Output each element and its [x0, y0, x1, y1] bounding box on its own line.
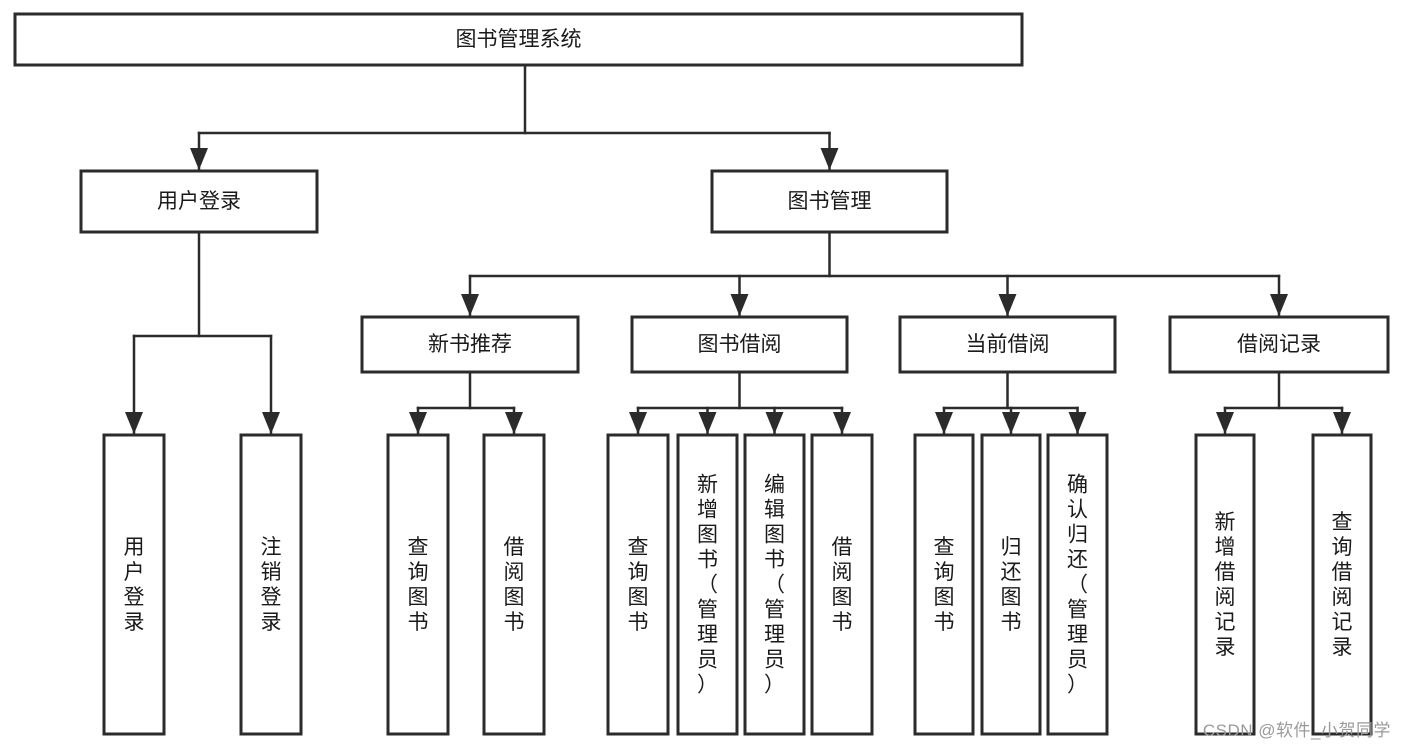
arrow-head-icon	[262, 412, 280, 434]
node-root[interactable]: 图书管理系统	[13, 12, 1024, 67]
node-label-leaf-query-book-1: 查询图书	[408, 536, 429, 634]
arrow-head-icon	[1270, 294, 1288, 316]
arrow-head-icon	[820, 148, 839, 170]
node-leaf-return-book[interactable]: 归还图书	[980, 433, 1042, 736]
arrow-head-icon	[998, 294, 1017, 316]
node-leaf-borrow-book-2[interactable]: 借阅图书	[810, 433, 874, 736]
node-label-leaf-query-book-3: 查询图书	[934, 536, 955, 634]
node-label-leaf-user-logout: 注销登录	[261, 536, 282, 634]
node-box-leaf-return-book	[980, 433, 1042, 736]
node-label-book-management: 图书管理	[788, 190, 872, 213]
node-label-leaf-return-book: 归还图书	[1001, 536, 1022, 634]
node-box-root	[13, 12, 1024, 67]
node-book-management[interactable]: 图书管理	[710, 169, 949, 234]
arrow-head-icon	[730, 294, 749, 316]
node-box-new-book-recommend	[360, 315, 580, 374]
node-label-root: 图书管理系统	[456, 28, 582, 51]
node-leaf-borrow-book-1[interactable]: 借阅图书	[482, 433, 546, 736]
node-leaf-query-record[interactable]: 查询借阅记录	[1311, 433, 1373, 736]
node-box-leaf-confirm-return	[1046, 433, 1109, 736]
node-label-leaf-query-record: 查询借阅记录	[1332, 511, 1353, 659]
node-box-leaf-borrow-book-1	[482, 433, 546, 736]
node-leaf-user-login[interactable]: 用户登录	[102, 433, 166, 736]
node-box-leaf-user-login	[102, 433, 166, 736]
node-new-book-recommend[interactable]: 新书推荐	[360, 315, 580, 374]
node-label-leaf-user-login: 用户登录	[124, 536, 145, 634]
node-label-leaf-edit-book: 编辑图书（管理员）	[764, 474, 785, 697]
node-borrow-records[interactable]: 借阅记录	[1168, 315, 1390, 374]
node-leaf-add-record[interactable]: 新增借阅记录	[1194, 433, 1256, 736]
node-box-leaf-query-record	[1311, 433, 1373, 736]
arrow-head-icon	[833, 412, 851, 434]
arrow-head-icon	[190, 148, 208, 170]
connectors-layer	[125, 63, 1351, 436]
node-box-book-management	[710, 169, 949, 234]
node-label-leaf-add-book: 新增图书（管理员）	[697, 474, 718, 697]
node-leaf-query-book-1[interactable]: 查询图书	[386, 433, 450, 736]
arrow-head-icon	[409, 412, 427, 434]
node-label-new-book-recommend: 新书推荐	[428, 333, 512, 356]
node-box-leaf-add-book	[676, 433, 739, 736]
node-label-leaf-confirm-return: 确认归还（管理员）	[1067, 474, 1088, 697]
node-box-book-borrow	[630, 315, 849, 374]
node-box-leaf-edit-book	[743, 433, 806, 736]
node-leaf-query-book-2[interactable]: 查询图书	[606, 433, 670, 736]
node-leaf-add-book[interactable]: 新增图书（管理员）	[676, 433, 739, 736]
node-label-leaf-add-record: 新增借阅记录	[1215, 511, 1236, 659]
node-box-leaf-user-logout	[239, 433, 303, 736]
arrow-head-icon	[629, 412, 647, 434]
node-box-leaf-add-record	[1194, 433, 1256, 736]
arrow-head-icon	[125, 412, 143, 434]
watermark-label: CSDN @软件_小贺同学	[1202, 721, 1391, 740]
node-box-user-login	[79, 169, 319, 234]
node-box-leaf-query-book-2	[606, 433, 670, 736]
nodes-layer: 图书管理系统用户登录图书管理用户登录注销登录新书推荐查询图书借阅图书图书借阅查询…	[13, 12, 1390, 736]
node-label-borrow-records: 借阅记录	[1237, 333, 1321, 356]
arrow-head-icon	[505, 412, 523, 434]
node-leaf-edit-book[interactable]: 编辑图书（管理员）	[743, 433, 806, 736]
arrow-head-icon	[1002, 412, 1020, 434]
node-box-borrow-records	[1168, 315, 1390, 374]
node-label-leaf-borrow-book-2: 借阅图书	[832, 536, 853, 634]
node-label-book-borrow: 图书借阅	[698, 333, 782, 356]
node-box-leaf-borrow-book-2	[810, 433, 874, 736]
arrow-head-icon	[461, 294, 479, 316]
node-box-leaf-query-book-1	[386, 433, 450, 736]
node-box-leaf-query-book-3	[913, 433, 975, 736]
node-leaf-confirm-return[interactable]: 确认归还（管理员）	[1046, 433, 1109, 736]
node-leaf-query-book-3[interactable]: 查询图书	[913, 433, 975, 736]
node-book-borrow[interactable]: 图书借阅	[630, 315, 849, 374]
node-user-login[interactable]: 用户登录	[79, 169, 319, 234]
arrow-head-icon	[1216, 412, 1234, 434]
node-label-leaf-borrow-book-1: 借阅图书	[504, 536, 525, 634]
arrow-head-icon	[1333, 412, 1351, 434]
arrow-head-icon	[698, 412, 717, 434]
arrow-head-icon	[935, 412, 953, 434]
node-box-current-borrow	[898, 315, 1117, 374]
arrow-head-icon	[1068, 412, 1087, 434]
node-leaf-user-logout[interactable]: 注销登录	[239, 433, 303, 736]
arrow-head-icon	[765, 412, 784, 434]
node-label-leaf-query-book-2: 查询图书	[628, 536, 649, 634]
node-label-current-borrow: 当前借阅	[966, 333, 1050, 356]
node-label-user-login: 用户登录	[157, 190, 241, 213]
node-current-borrow[interactable]: 当前借阅	[898, 315, 1117, 374]
